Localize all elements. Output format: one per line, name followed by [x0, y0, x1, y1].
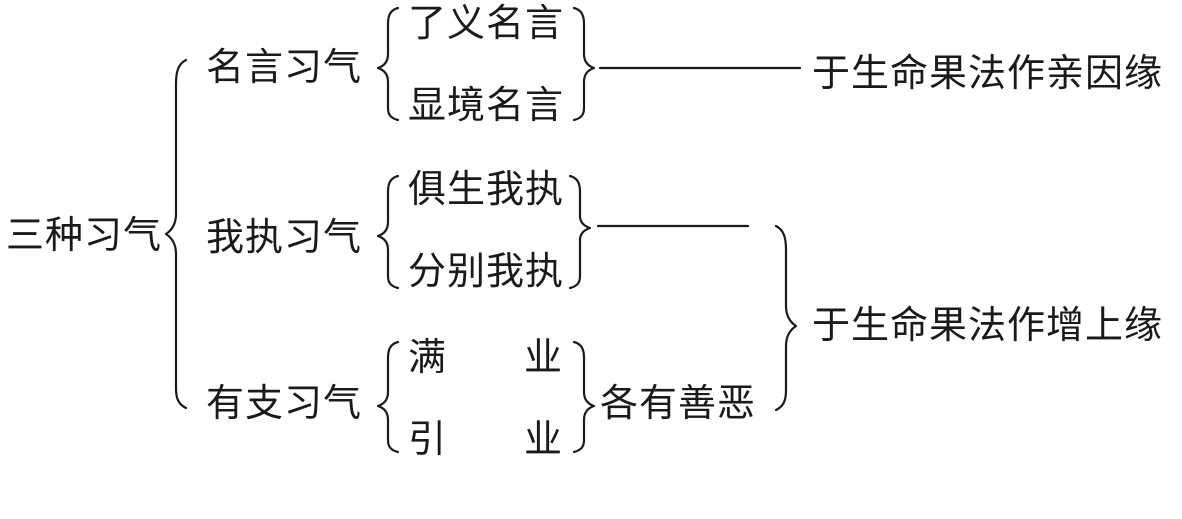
group3-note: 各有善恶 — [600, 381, 757, 425]
group3-left-brace — [376, 340, 400, 454]
group1-item-2: 显境名言 — [408, 83, 565, 127]
group1-right-brace — [572, 6, 596, 122]
group2-label: 我执习气 — [206, 215, 363, 259]
group2-left-brace — [376, 174, 400, 290]
group3-label: 有支习气 — [206, 381, 363, 425]
group3-right-brace — [572, 340, 596, 454]
group1-item-1: 了义名言 — [408, 1, 565, 45]
group2-item-2: 分别我执 — [408, 249, 565, 293]
group1-result: 于生命果法作亲因缘 — [812, 51, 1164, 95]
group2-right-brace — [568, 174, 592, 290]
shared-result: 于生命果法作增上缘 — [812, 303, 1164, 347]
root-brace — [164, 58, 188, 410]
group3-item-2a: 引 — [408, 417, 448, 461]
group3-item-2b: 业 — [524, 417, 564, 461]
group3-item-1a: 满 — [408, 335, 448, 379]
group1-label: 名言习气 — [206, 45, 363, 89]
shared-right-brace — [774, 224, 798, 412]
group2-item-1: 俱生我执 — [408, 167, 565, 211]
root-label: 三种习气 — [6, 213, 163, 257]
group3-item-1b: 业 — [524, 335, 564, 379]
group1-left-brace — [376, 6, 400, 122]
